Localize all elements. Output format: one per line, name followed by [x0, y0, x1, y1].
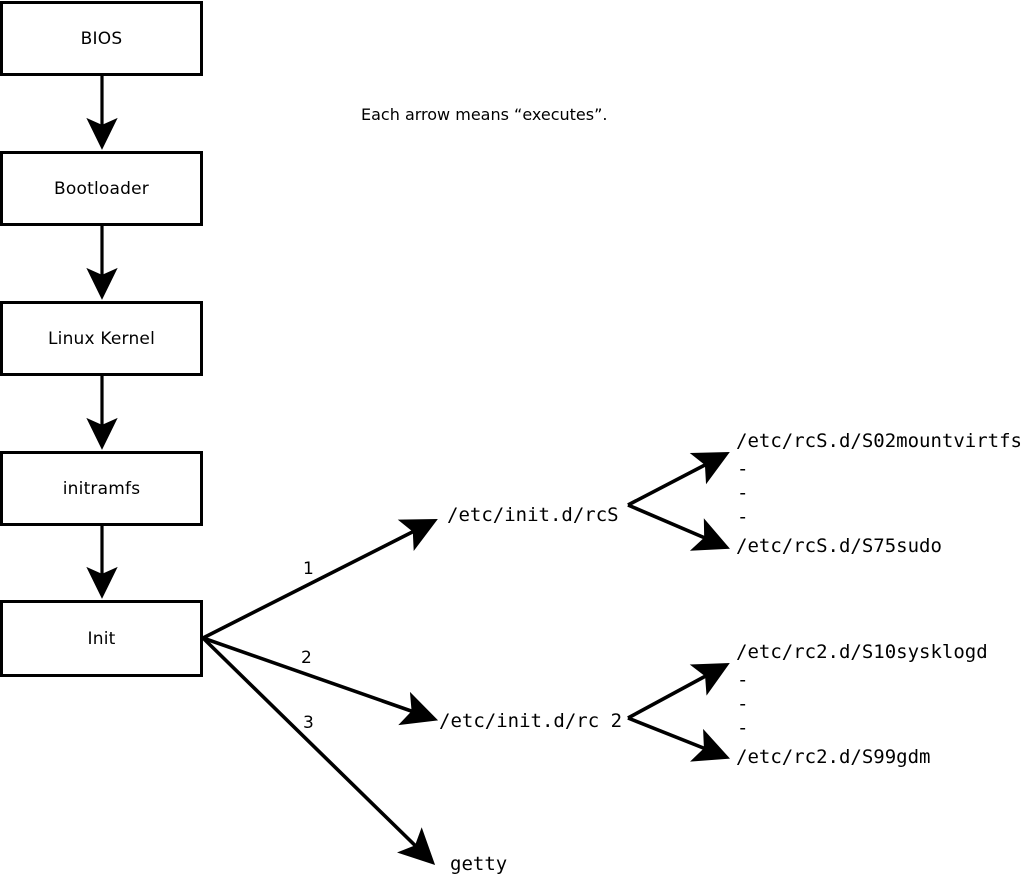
arrow-rcs-to-first-script: [627, 452, 730, 507]
node-linux-kernel-label: Linux Kernel: [47, 328, 155, 349]
node-rcs-script[interactable]: /etc/init.d/rcS: [447, 504, 619, 526]
node-rcs-last-script[interactable]: /etc/rcS.d/S75sudo: [736, 535, 942, 557]
node-rc2-last-script[interactable]: /etc/rc2.d/S99gdm: [736, 746, 931, 768]
node-initramfs-label: initramfs: [62, 478, 141, 499]
node-bootloader-label: Bootloader: [54, 178, 149, 199]
rc2-ellipsis-dash-2: -: [737, 693, 749, 715]
arrow-init-to-getty: [201, 636, 436, 866]
node-initramfs[interactable]: initramfs: [0, 451, 203, 526]
node-init-label: Init: [87, 628, 116, 649]
branch-number-2: 2: [301, 648, 312, 668]
arrow-rcs-to-last-script: [627, 503, 730, 551]
legend-note: Each arrow means “executes”.: [361, 105, 608, 124]
rc2-ellipsis-dash-1: -: [737, 669, 749, 691]
arrow-rc2-to-first-script: [627, 662, 730, 720]
node-rc2-script[interactable]: /etc/init.d/rc 2: [439, 710, 623, 732]
node-bios[interactable]: BIOS: [0, 1, 203, 76]
branch-number-3: 3: [303, 713, 314, 733]
rc2-ellipsis-dash-3: -: [737, 717, 749, 739]
node-getty[interactable]: getty: [450, 853, 508, 875]
rcs-ellipsis-dash-3: -: [737, 506, 749, 528]
branch-number-1: 1: [303, 559, 314, 579]
node-rc2-first-script[interactable]: /etc/rc2.d/S10sysklogd: [736, 641, 988, 663]
arrow-init-to-rcs: [202, 519, 438, 640]
arrow-init-to-rc2: [202, 636, 439, 726]
node-bios-label: BIOS: [80, 28, 123, 49]
rcs-ellipsis-dash-1: -: [737, 458, 749, 480]
rcs-ellipsis-dash-2: -: [737, 482, 749, 504]
node-linux-kernel[interactable]: Linux Kernel: [0, 301, 203, 376]
node-init[interactable]: Init: [0, 600, 203, 677]
node-bootloader[interactable]: Bootloader: [0, 151, 203, 226]
arrow-rc2-to-last-script: [627, 716, 731, 762]
node-rcs-first-script[interactable]: /etc/rcS.d/S02mountvirtfs: [736, 430, 1022, 452]
